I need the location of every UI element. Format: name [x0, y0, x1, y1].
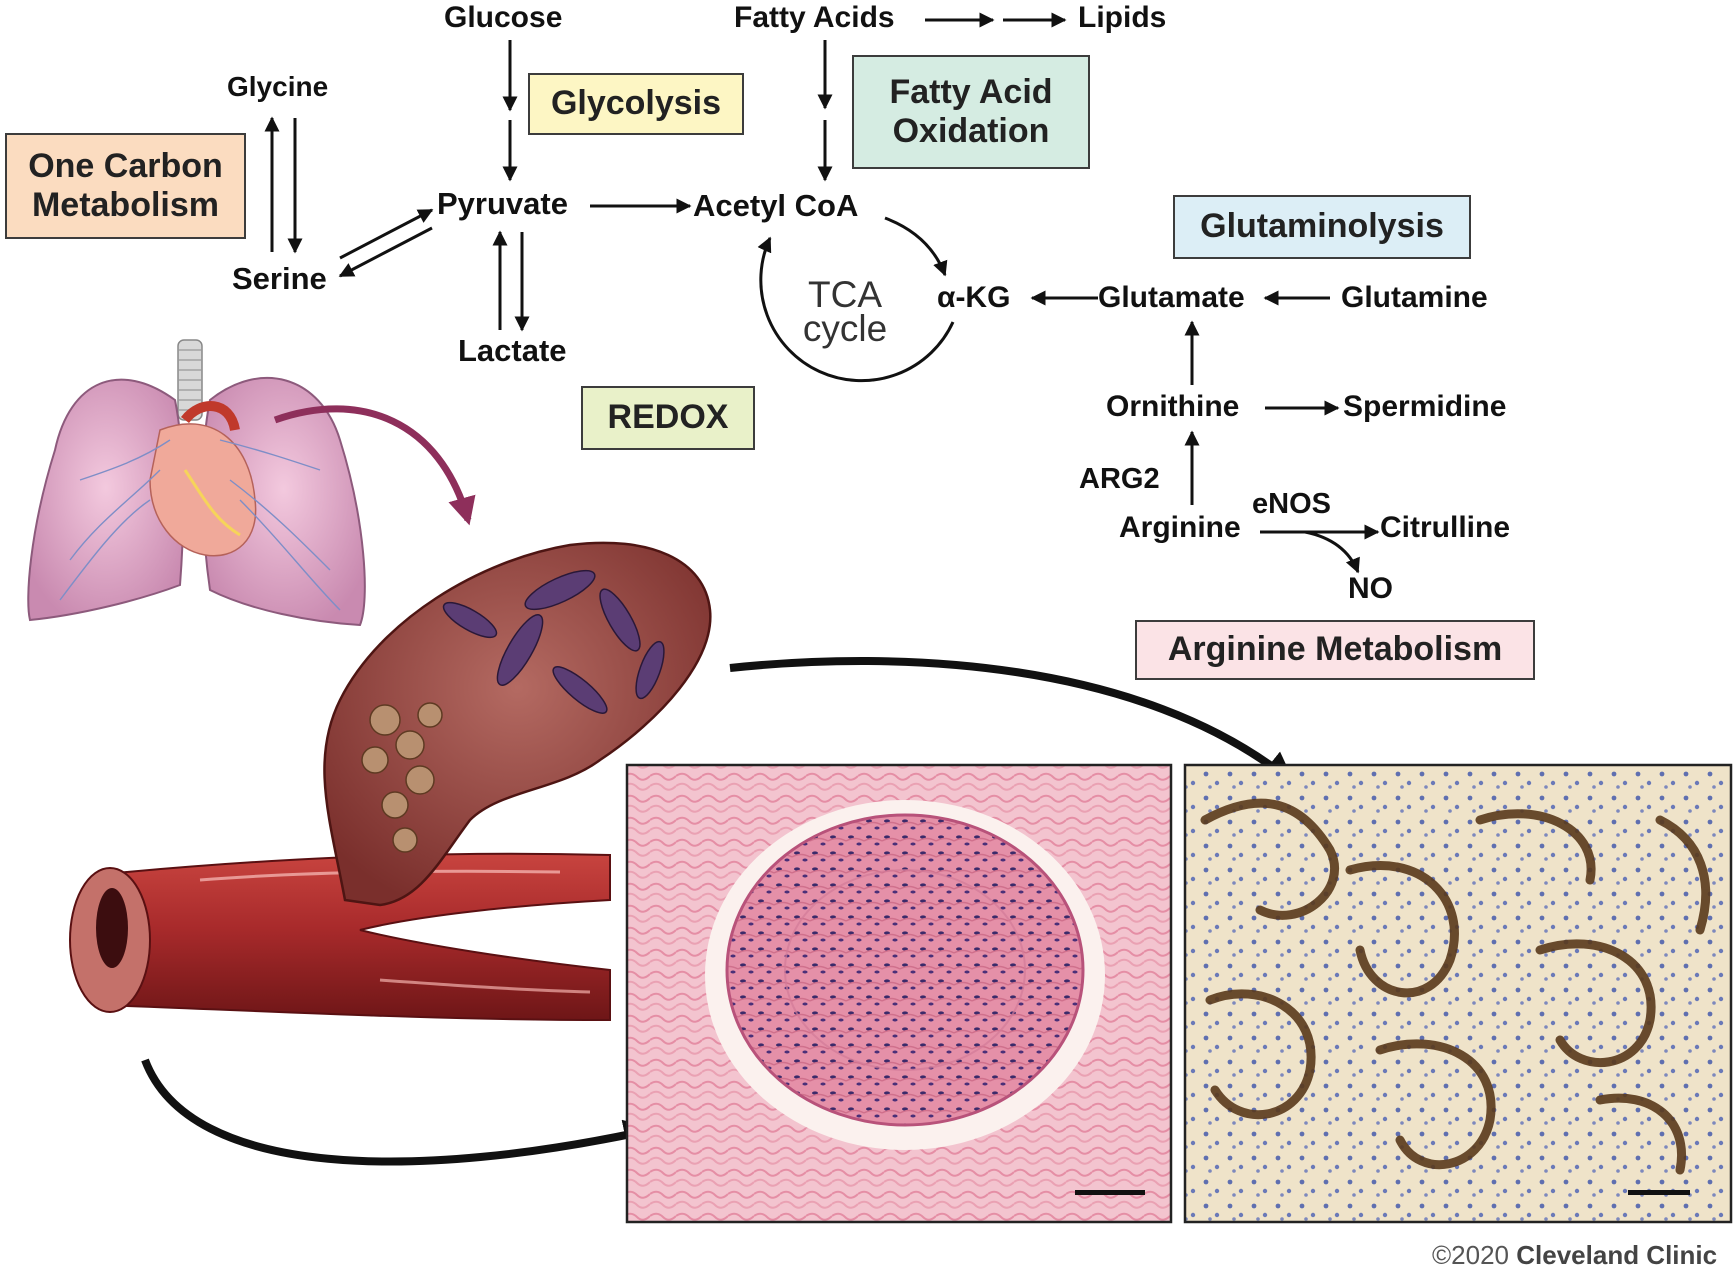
serine-label: Serine: [232, 261, 327, 296]
ornithine-label: Ornithine: [1106, 390, 1240, 423]
spermidine-label: Spermidine: [1343, 390, 1507, 423]
fatty-acid-oxidation-box: Fatty Acid Oxidation: [852, 55, 1090, 169]
fatty-acids-label: Fatty Acids: [734, 1, 895, 34]
glycine-label: Glycine: [227, 71, 329, 102]
vessel-illustration: [69, 541, 712, 1022]
enos-to-no-arrow: [1304, 530, 1360, 574]
copyright-organization: Cleveland Clinic: [1516, 1240, 1718, 1270]
copyright-year: 2020: [1451, 1240, 1510, 1270]
pathway-arrows: [264, 12, 1380, 574]
serine-to-pyruvate-arrow: [339, 208, 434, 260]
tca-cycle-arrow: [757, 236, 955, 383]
tca-label: TCA: [808, 274, 882, 315]
cycle-label: cycle: [802, 308, 888, 349]
redox-box: REDOX: [581, 386, 755, 450]
glycolysis-box: Glycolysis: [528, 73, 744, 135]
lung-to-lesion-arrow: [273, 405, 476, 526]
arg2-label: ARG2: [1079, 463, 1160, 495]
acetyl-coa-label: Acetyl CoA: [693, 188, 859, 223]
copyright-symbol: ©: [1432, 1240, 1452, 1270]
ihc-scale-bar: [1628, 1190, 1690, 1195]
he-scale-bar: [1075, 1190, 1145, 1195]
lactate-label: Lactate: [458, 333, 567, 368]
glucose-label: Glucose: [444, 1, 563, 34]
pyruvate-to-serine-arrow: [338, 226, 433, 278]
arginine-label: Arginine: [1119, 511, 1241, 544]
ihc-histology-panel: [1183, 763, 1733, 1224]
glutamate-label: Glutamate: [1098, 281, 1245, 314]
one-carbon-metabolism-box: One Carbon Metabolism: [5, 133, 246, 239]
pyruvate-label: Pyruvate: [437, 186, 568, 221]
copyright-credit: ©2020 Cleveland Clinic: [1432, 1240, 1717, 1271]
he-histology-panel: [625, 763, 1173, 1224]
acetyl-coa-to-akg-arrow: [884, 216, 948, 277]
glutamine-label: Glutamine: [1341, 281, 1488, 314]
lungs-illustration: [27, 339, 366, 627]
lesion-to-ihc-arrow: [729, 657, 1296, 784]
lipids-label: Lipids: [1078, 1, 1167, 34]
glutaminolysis-box: Glutaminolysis: [1173, 195, 1471, 259]
vessel-to-he-arrow: [141, 1058, 657, 1166]
arginine-metabolism-box: Arginine Metabolism: [1135, 620, 1535, 680]
alpha-kg-label: α-KG: [937, 281, 1011, 314]
no-label: NO: [1348, 572, 1393, 605]
citrulline-label: Citrulline: [1380, 511, 1511, 544]
enos-label: eNOS: [1252, 488, 1331, 520]
